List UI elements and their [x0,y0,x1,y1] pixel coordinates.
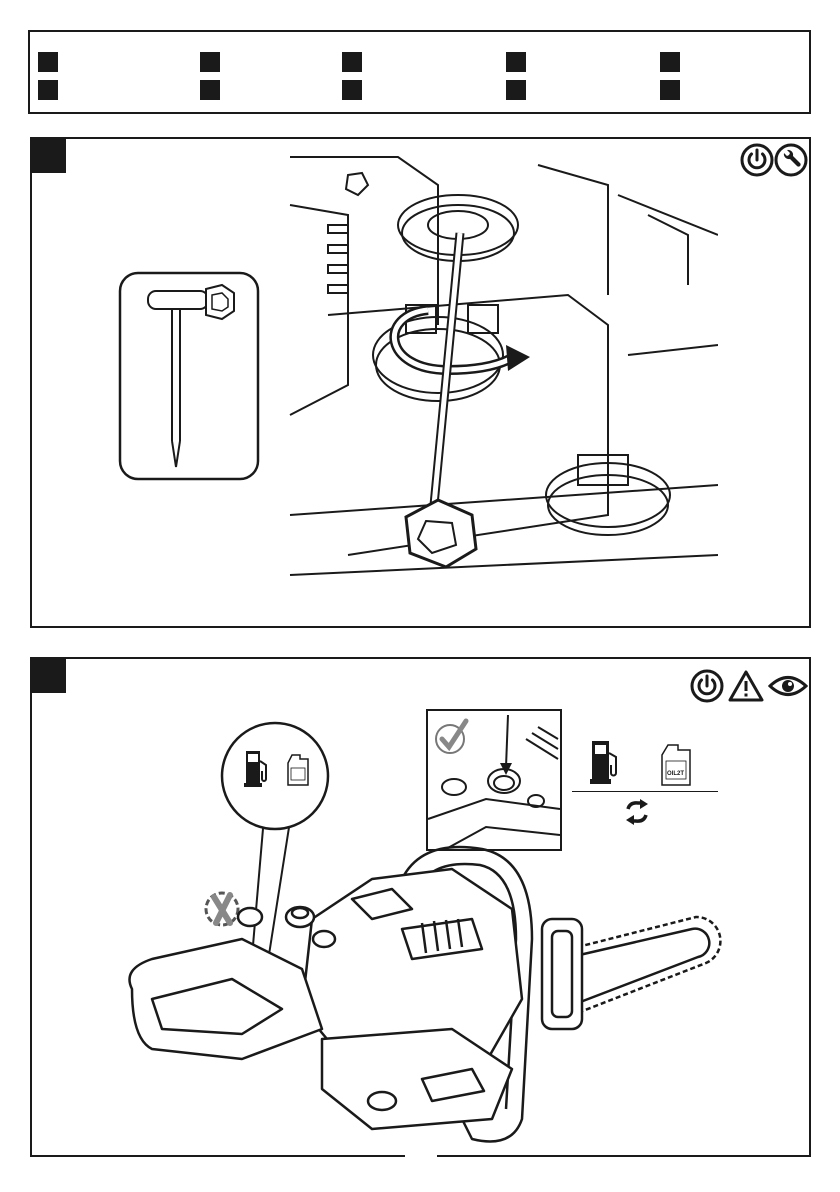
chainsaw-illustration [92,819,732,1149]
legend-marker [506,52,526,72]
step-marker [32,659,66,693]
divider-line [572,791,718,792]
legend-marker [38,80,58,100]
legend-marker [200,80,220,100]
legend-marker [200,52,220,72]
fuel-pump-icon [244,749,270,789]
oil-bottle-label: OIL2T [667,771,684,777]
combination-spanner-illustration [118,271,260,481]
panel-step-2: OIL2T [30,657,811,1157]
check-icon [432,717,472,757]
legend-marker [660,52,680,72]
panel-step-1 [30,137,811,628]
legend-marker [660,80,680,100]
power-off-icon [690,669,724,703]
fuel-pump-icon [590,739,620,785]
wrench-icon [774,143,808,177]
step-marker [32,139,66,173]
oil-bottle-icon: OIL2T [660,741,694,787]
warning-icon [728,669,764,703]
power-off-icon [740,143,774,177]
legend-marker [38,52,58,72]
legend-marker [342,80,362,100]
cap-removal-illustration [288,155,718,595]
page-number [405,1150,437,1166]
legend-marker [506,80,526,100]
oil-bottle-icon [286,751,312,787]
legend-box [28,30,811,114]
legend-marker [342,52,362,72]
eye-icon [768,671,808,701]
